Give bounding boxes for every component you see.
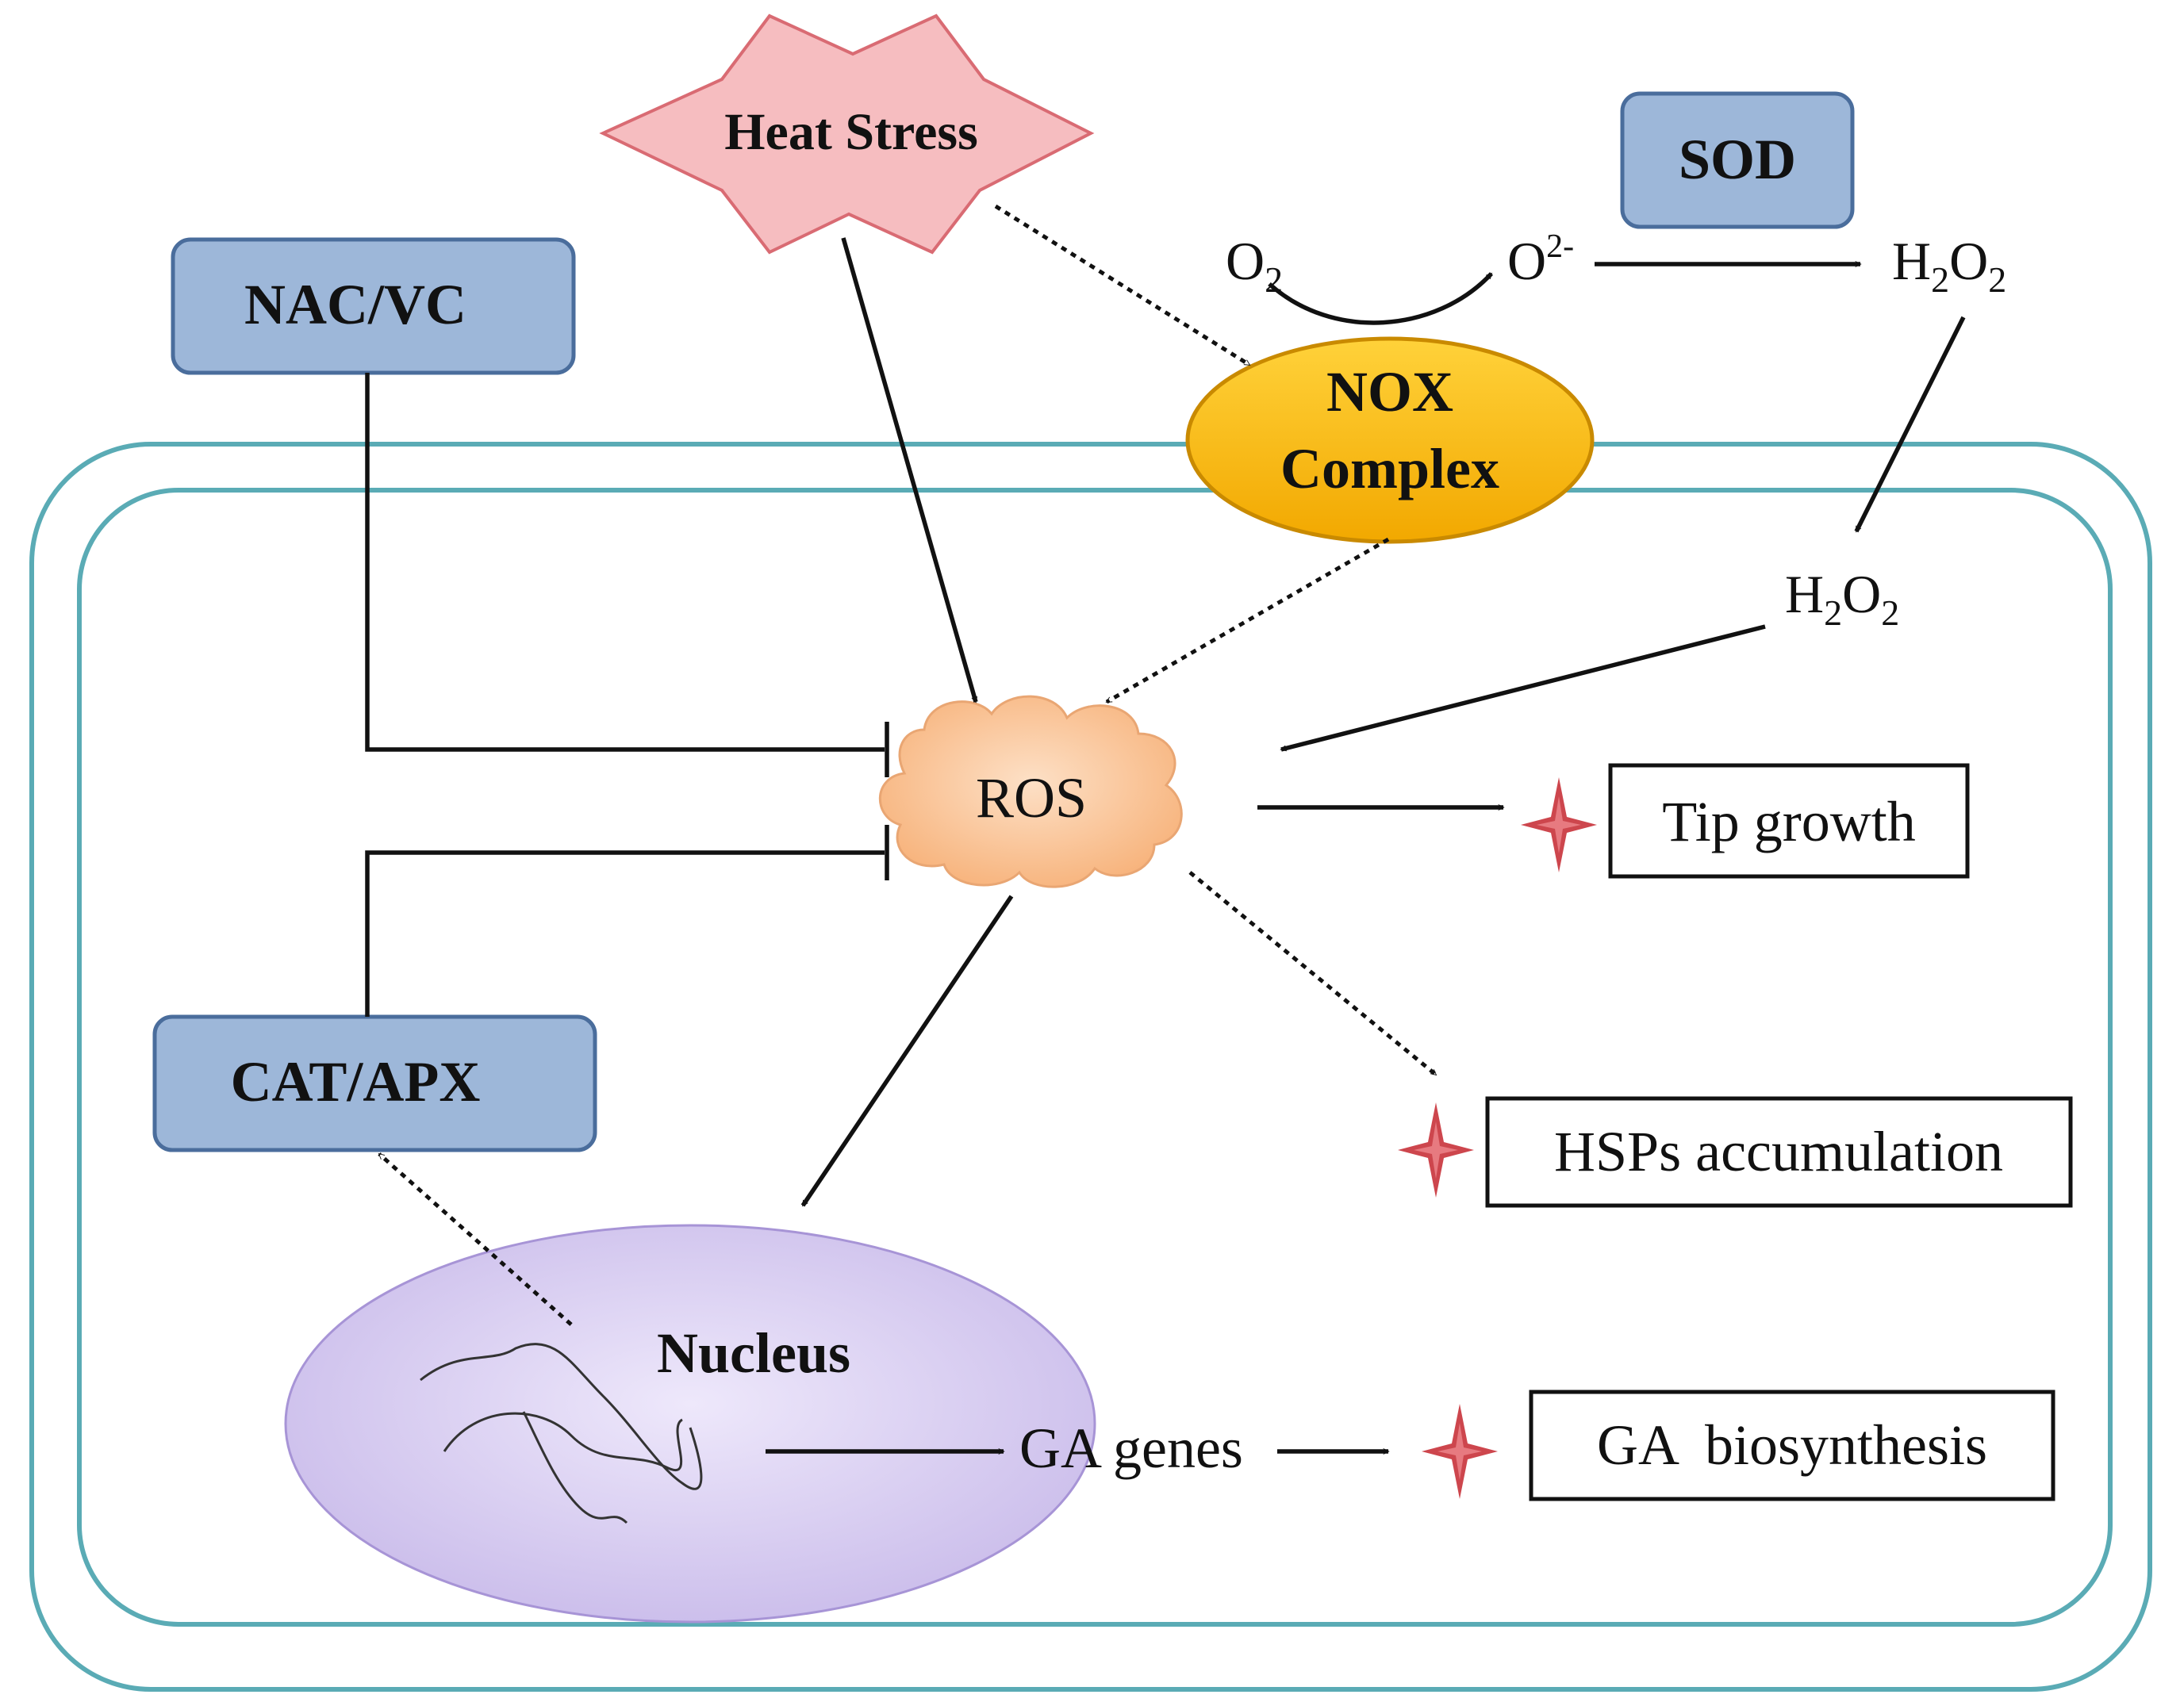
nac-vc-label: NAC/VC bbox=[244, 273, 466, 336]
nucleus-node: Nucleus bbox=[284, 1224, 1096, 1624]
ga-genes-label: GA genes bbox=[1019, 1417, 1243, 1480]
dotted-ros-to-hsps bbox=[1188, 871, 1437, 1076]
nox-complex-node: NOX Complex bbox=[1185, 336, 1595, 544]
ga-biosynthesis-node: GA biosynthesis bbox=[1529, 1390, 2055, 1501]
arrow-heat-to-ros bbox=[841, 237, 978, 703]
hsps-label: HSPs accumulation bbox=[1554, 1120, 2003, 1183]
tip-growth-node: Tip growth bbox=[1608, 763, 1970, 879]
nox-label-line2: Complex bbox=[1280, 437, 1499, 500]
sparkle-icon bbox=[1398, 1102, 1474, 1198]
hsps-node: HSPs accumulation bbox=[1485, 1096, 2073, 1208]
chromatin-squiggle bbox=[420, 1343, 703, 1524]
cell-membrane-outer bbox=[29, 442, 2152, 1692]
cat-apx-node: CAT/APX bbox=[152, 1014, 597, 1152]
ros-label: ROS bbox=[976, 766, 1087, 830]
cat-apx-label: CAT/APX bbox=[231, 1050, 481, 1114]
arrow-h2o2-down bbox=[1854, 316, 1966, 533]
o2-label: O2 bbox=[1226, 231, 1283, 300]
heat-stress-label: Heat Stress bbox=[724, 103, 978, 161]
dotted-nox-to-ros bbox=[1105, 537, 1390, 704]
sparkle-icon bbox=[1521, 777, 1597, 872]
arrow-ros-to-nucleus bbox=[800, 895, 1014, 1207]
nucleus-label: Nucleus bbox=[657, 1321, 850, 1385]
ga-biosynthesis-label: GA biosynthesis bbox=[1597, 1413, 1987, 1477]
dotted-heat-to-nox bbox=[994, 204, 1251, 367]
cell-membrane-inner bbox=[77, 488, 2113, 1627]
nac-vc-node: NAC/VC bbox=[171, 237, 576, 375]
ros-node: ROS bbox=[878, 695, 1183, 888]
superoxide-label: O2- bbox=[1507, 228, 1574, 291]
sod-label: SOD bbox=[1679, 128, 1796, 191]
dotted-nucleus-to-cat-apx bbox=[378, 1152, 573, 1326]
h2o2-inside-label: H2O2 bbox=[1785, 564, 1899, 633]
sod-node: SOD bbox=[1620, 91, 1855, 229]
arrow-o2-to-superoxide bbox=[1268, 272, 1494, 325]
nox-label-line1: NOX bbox=[1326, 360, 1453, 424]
tip-growth-label: Tip growth bbox=[1662, 790, 1915, 853]
arrow-h2o2-to-ros bbox=[1280, 624, 1766, 752]
inhibit-nac-vc-to-ros bbox=[365, 373, 885, 752]
inhibit-cat-apx-to-ros bbox=[365, 850, 885, 1017]
heat-stress-node: Heat Stress bbox=[599, 13, 1095, 255]
sparkle-icon bbox=[1422, 1404, 1498, 1499]
h2o2-outside-label: H2O2 bbox=[1892, 231, 2006, 300]
